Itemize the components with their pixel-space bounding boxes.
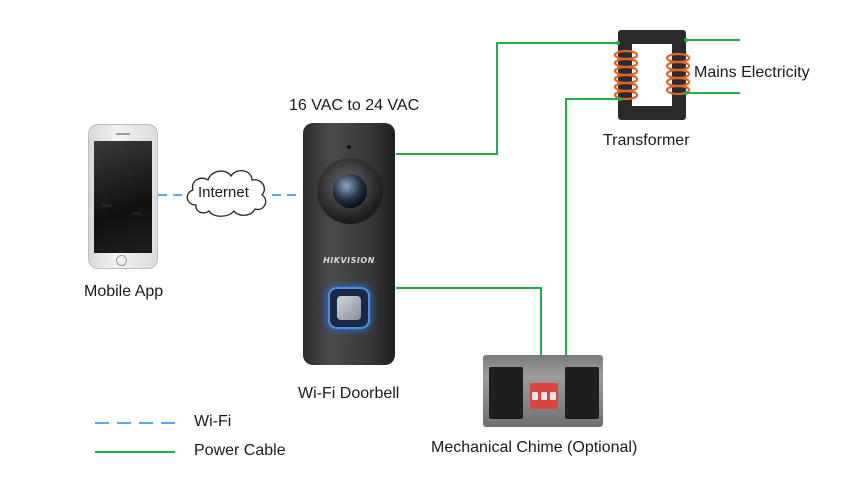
wifi-doorbell-device: HIKVISION (303, 123, 395, 365)
mains-electricity-label: Mains Electricity (694, 64, 810, 81)
doorbell-press-button-face (337, 296, 361, 320)
transformer-icon (613, 30, 691, 120)
chime-label: Mechanical Chime (Optional) (431, 439, 638, 456)
chime-block-right (565, 367, 599, 419)
doorbell-camera-lens (333, 174, 367, 208)
phone-home-button (116, 255, 127, 266)
chime-terminal-block (530, 383, 558, 409)
connector-dot (618, 97, 622, 101)
transformer-core-window (632, 44, 672, 106)
doorbell-camera-ring (317, 158, 383, 224)
chime-block-left (489, 367, 523, 419)
legend-power-label: Power Cable (194, 442, 286, 459)
transformer-secondary-coil (665, 52, 691, 96)
power-cable-transformer-chime (565, 98, 620, 365)
power-cable-doorbell-chime (396, 287, 542, 370)
connector-dot (684, 38, 688, 42)
phone-screen-glyph: ▫▫▫ (132, 211, 142, 217)
legend-wifi-label: Wi-Fi (194, 413, 232, 430)
connector-dot (616, 41, 620, 45)
power-cable-doorbell-transformer (396, 42, 618, 155)
doorbell-brand-logo: HIKVISION (323, 256, 375, 265)
voltage-label: 16 VAC to 24 VAC (289, 97, 420, 114)
mobile-phone-icon: ▫▫▫ ▫▫▫ (88, 124, 158, 269)
phone-screen-glyph: ▫▫▫ (102, 203, 112, 209)
doorbell-sensor-dot (347, 145, 351, 149)
doorbell-label: Wi-Fi Doorbell (298, 385, 400, 402)
mobile-app-label: Mobile App (84, 283, 164, 300)
internet-label: Internet (198, 184, 249, 201)
phone-screen: ▫▫▫ ▫▫▫ (94, 141, 152, 253)
doorbell-press-button (330, 289, 368, 327)
transformer-label: Transformer (603, 132, 690, 149)
internet-cloud-icon (186, 170, 267, 217)
mechanical-chime-device (483, 355, 603, 427)
transformer-primary-coil (613, 49, 639, 101)
phone-speaker (116, 133, 130, 135)
connector-dot (684, 91, 688, 95)
